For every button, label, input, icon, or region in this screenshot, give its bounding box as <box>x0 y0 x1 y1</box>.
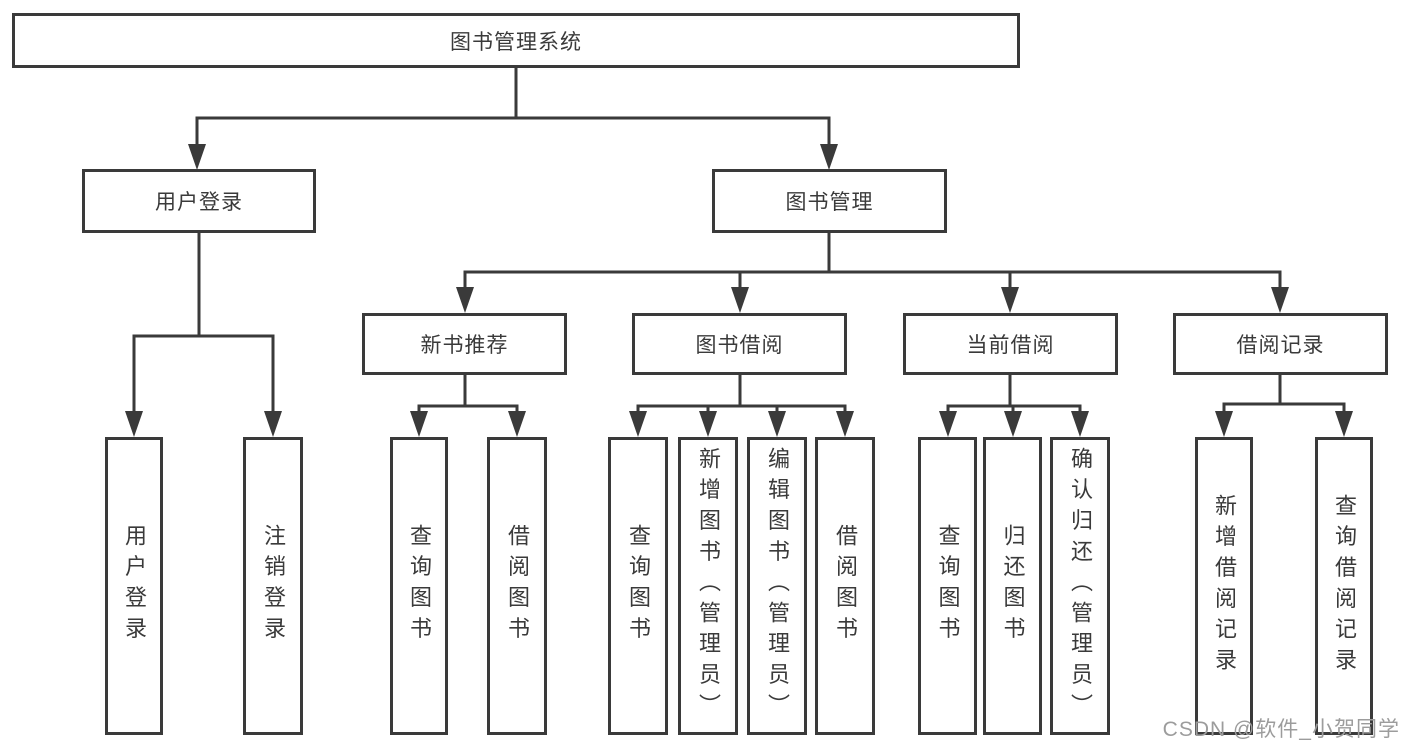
arrowhead-icon <box>1215 411 1233 437</box>
arrowhead-icon <box>456 287 474 313</box>
leaf-query-books-recommend-label: 查询图书 <box>407 524 432 648</box>
leaf-user-login-label: 用户登录 <box>122 524 147 648</box>
leaf-query-books-recommend: 查询图书 <box>390 437 448 735</box>
leaf-add-borrow-record-label: 新增借阅记录 <box>1212 493 1237 679</box>
node-book-borrowing-label: 图书借阅 <box>695 334 784 357</box>
leaf-logout-login-label: 注销登录 <box>261 524 286 648</box>
arrowhead-icon <box>731 287 749 313</box>
connector-group-borrowing-records <box>1215 375 1353 437</box>
connector-line <box>463 270 1282 289</box>
csdn-watermark: CSDN @软件_小贺同学 <box>1162 718 1400 741</box>
leaf-logout-login: 注销登录 <box>243 437 303 735</box>
leaf-borrow-books: 借阅图书 <box>815 437 875 735</box>
connector-group-user-login <box>125 233 282 437</box>
leaf-query-books-borrow-label: 查询图书 <box>626 524 651 648</box>
leaf-edit-books-admin: 编辑图书（管理员） <box>747 437 807 735</box>
node-user-login-label: 用户登录 <box>155 191 243 214</box>
connector-group-root <box>188 68 838 170</box>
leaf-confirm-return-admin: 确认归还（管理员） <box>1050 437 1110 735</box>
connector-line <box>636 404 847 413</box>
leaf-confirm-return-admin-label: 确认归还（管理员） <box>1068 447 1093 725</box>
leaf-add-books-admin-label: 新增图书（管理员） <box>696 447 721 725</box>
leaf-user-login: 用户登录 <box>105 437 163 735</box>
leaf-query-books-current: 查询图书 <box>918 437 977 735</box>
connector-line <box>195 116 831 146</box>
leaf-edit-books-admin-label: 编辑图书（管理员） <box>765 447 790 725</box>
connector-line <box>1222 402 1346 413</box>
arrowhead-icon <box>939 411 957 437</box>
node-new-book-recommend: 新书推荐 <box>362 313 567 375</box>
node-user-login: 用户登录 <box>82 169 316 233</box>
leaf-return-books-label: 归还图书 <box>1000 524 1026 648</box>
connector-group-current-borrowing <box>939 375 1089 437</box>
leaf-return-books: 归还图书 <box>983 437 1042 735</box>
arrowhead-icon <box>768 411 786 437</box>
node-current-borrowing: 当前借阅 <box>903 313 1118 375</box>
node-book-borrowing: 图书借阅 <box>632 313 847 375</box>
leaf-borrow-books-recommend: 借阅图书 <box>487 437 547 735</box>
node-system-root-label: 图书管理系统 <box>450 30 582 54</box>
arrowhead-icon <box>508 411 526 437</box>
node-borrowing-records-label: 借阅记录 <box>1236 334 1325 357</box>
node-book-management: 图书管理 <box>712 169 947 233</box>
arrowhead-icon <box>820 144 838 170</box>
leaf-query-books-current-label: 查询图书 <box>935 524 961 648</box>
arrowhead-icon <box>1071 411 1089 437</box>
node-current-borrowing-label: 当前借阅 <box>966 334 1055 357</box>
leaf-query-borrow-record: 查询借阅记录 <box>1315 437 1373 735</box>
arrowhead-icon <box>1335 411 1353 437</box>
node-new-book-recommend-label: 新书推荐 <box>420 334 509 357</box>
connector-line <box>132 334 275 413</box>
arrowhead-icon <box>1004 411 1022 437</box>
leaf-add-books-admin: 新增图书（管理员） <box>678 437 738 735</box>
arrowhead-icon <box>1271 287 1289 313</box>
node-system-root: 图书管理系统 <box>12 13 1020 68</box>
arrowhead-icon <box>188 144 206 170</box>
arrowhead-icon <box>629 411 647 437</box>
connector-line <box>417 404 519 413</box>
leaf-borrow-books-label: 借阅图书 <box>833 524 858 648</box>
arrowhead-icon <box>836 411 854 437</box>
node-book-management-label: 图书管理 <box>785 191 874 214</box>
arrowhead-icon <box>1001 287 1019 313</box>
arrowhead-icon <box>699 411 717 437</box>
leaf-add-borrow-record: 新增借阅记录 <box>1195 437 1253 735</box>
arrowhead-icon <box>125 411 143 437</box>
leaf-borrow-books-recommend-label: 借阅图书 <box>505 524 530 648</box>
arrowhead-icon <box>264 411 282 437</box>
node-borrowing-records: 借阅记录 <box>1173 313 1388 375</box>
leaf-query-borrow-record-label: 查询借阅记录 <box>1332 493 1357 679</box>
connector-group-book-borrowing <box>629 375 854 437</box>
arrowhead-icon <box>410 411 428 437</box>
leaf-query-books-borrow: 查询图书 <box>608 437 668 735</box>
connector-group-new-book-recommend <box>410 375 526 437</box>
connector-group-book-management <box>456 233 1289 313</box>
